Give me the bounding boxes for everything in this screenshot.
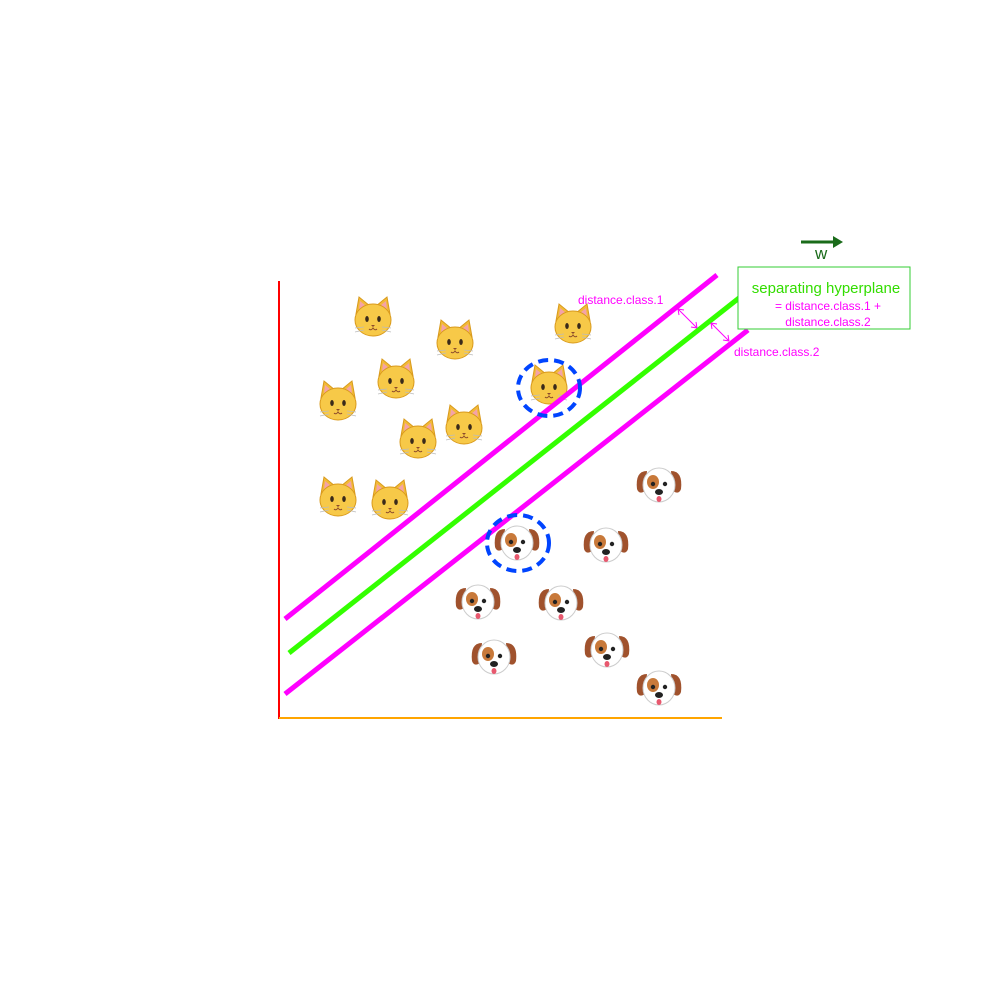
- margin-arrow-class2: [710, 322, 730, 342]
- dog-face-icon: [538, 585, 584, 621]
- margin-arrow-class1: [677, 308, 698, 329]
- separating-hyperplane-line: [287, 296, 741, 655]
- cat-face-icon: [319, 380, 357, 421]
- dog-face-icon: [494, 525, 540, 561]
- hyperplane-box-title: separating hyperplane: [752, 280, 900, 297]
- dog-face-icon: [583, 527, 629, 563]
- dog-class-points: [455, 467, 682, 706]
- dog-face-icon: [455, 584, 501, 620]
- dog-face-icon: [471, 639, 517, 675]
- dog-face-icon: [636, 670, 682, 706]
- cat-face-icon: [377, 358, 415, 399]
- support-vector-ring-dog: [485, 513, 551, 573]
- cat-face-icon: [319, 476, 357, 517]
- hyperplane-box-line2: distance.class.2: [785, 315, 871, 329]
- support-vector-ring-cat: [516, 358, 582, 418]
- hyperplane-box-line1: = distance.class.1 +: [775, 299, 881, 313]
- cat-face-icon: [371, 479, 409, 520]
- margin-line-class1: [283, 273, 719, 621]
- distance-class2-label: distance.class.2: [734, 345, 820, 359]
- weight-vector-arrow: [801, 236, 843, 248]
- margin-line-class2: [283, 328, 750, 696]
- cat-face-icon: [399, 418, 437, 459]
- dog-face-icon: [636, 467, 682, 503]
- weight-vector-label: w: [814, 244, 828, 263]
- cat-face-icon: [554, 303, 592, 344]
- cat-face-icon: [436, 319, 474, 360]
- dog-face-icon: [584, 632, 630, 668]
- hyperplane-info-box: [737, 266, 911, 330]
- distance-class1-label: distance.class.1: [578, 293, 664, 307]
- cat-face-icon: [445, 404, 483, 445]
- cat-face-icon: [354, 296, 392, 337]
